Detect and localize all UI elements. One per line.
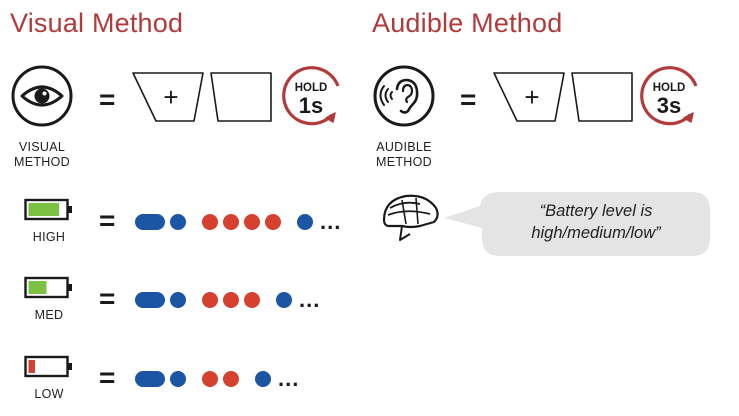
led-red [244, 292, 260, 308]
battery-quote: “Battery level is high/medium/low” [484, 200, 708, 244]
led-blue [297, 214, 313, 230]
led-red [202, 292, 218, 308]
audible-method-heading: Audible Method [372, 8, 563, 38]
led-red [265, 214, 281, 230]
led-blue [170, 371, 186, 387]
led-red [223, 371, 239, 387]
plus-button-icon: + [132, 72, 204, 122]
battery-equals: = [99, 362, 116, 393]
led-continue-ellipsis: ... [299, 287, 321, 312]
led-long-blue [135, 292, 165, 308]
plus-button-icon: + [493, 72, 565, 122]
battery-level-label: LOW [34, 387, 64, 401]
led-blue [170, 214, 186, 230]
visual-hold-time: 1s [299, 93, 323, 118]
led-pattern: ... [135, 366, 300, 391]
visual-caption-text: VISUAL METHOD [14, 140, 70, 169]
battery-equals: = [99, 205, 116, 236]
battery-equals: = [99, 283, 116, 314]
visual-hold-label: HOLD [295, 82, 328, 94]
audible-caption-text: AUDIBLE METHOD [376, 140, 432, 169]
helmet-icon [382, 194, 439, 241]
blank-button-icon [210, 72, 272, 122]
battery-icon [24, 198, 72, 221]
battery-icon [24, 355, 72, 378]
led-blue [170, 292, 186, 308]
audible-plus-label: + [524, 82, 539, 112]
audible-method-caption: AUDIBLE METHOD [364, 140, 444, 170]
led-red [202, 214, 218, 230]
visual-method-heading: Visual Method [10, 8, 184, 38]
hold-timer-icon: HOLD 1s [282, 66, 340, 126]
visual-equals: = [99, 84, 116, 115]
eye-icon [11, 65, 73, 127]
led-red [223, 214, 239, 230]
led-continue-ellipsis: ... [320, 209, 342, 234]
audible-equals: = [460, 84, 477, 115]
led-continue-ellipsis: ... [278, 366, 300, 391]
visual-plus-label: + [163, 82, 178, 112]
led-long-blue [135, 371, 165, 387]
ear-icon [373, 65, 435, 127]
led-red [223, 292, 239, 308]
speech-bubble [444, 192, 710, 256]
battery-icon [24, 276, 72, 299]
hold-timer-icon: HOLD 3s [640, 66, 698, 126]
led-pattern: ... [135, 287, 321, 312]
visual-method-caption: VISUAL METHOD [2, 140, 82, 170]
led-pattern: ... [135, 209, 342, 234]
led-blue [255, 371, 271, 387]
audible-hold-time: 3s [657, 93, 681, 118]
battery-quote-text: “Battery level is high/medium/low” [531, 202, 661, 242]
led-red [202, 371, 218, 387]
battery-level-label: HIGH [32, 230, 66, 244]
battery-fill [28, 203, 60, 216]
led-red [244, 214, 260, 230]
led-long-blue [135, 214, 165, 230]
battery-level-label: MED [34, 308, 64, 322]
audible-hold-label: HOLD [653, 82, 686, 94]
blank-button-icon [571, 72, 633, 122]
led-blue [276, 292, 292, 308]
